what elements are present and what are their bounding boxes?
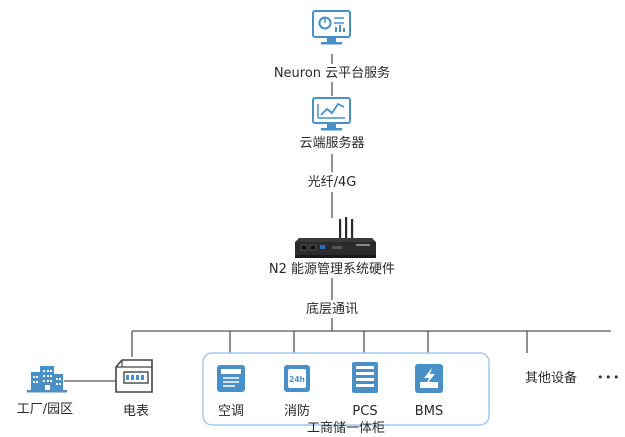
ac-label: 空调 bbox=[217, 404, 245, 419]
building-icon bbox=[27, 366, 67, 393]
other-devices-label: 其他设备 bbox=[525, 371, 578, 386]
electric-meter-icon bbox=[115, 359, 153, 393]
meter-label: 电表 bbox=[122, 404, 150, 419]
gateway-device-icon bbox=[295, 217, 376, 258]
air-conditioner-icon bbox=[217, 365, 245, 392]
cabinet-label: 工商储一体柜 bbox=[306, 421, 386, 436]
cabinet-frame bbox=[202, 352, 490, 426]
fire-protection-24h-icon: 24h bbox=[284, 365, 310, 392]
pcs-label: PCS bbox=[352, 404, 378, 419]
monitor-dashboard-icon bbox=[312, 10, 351, 45]
bms-battery-icon bbox=[415, 364, 443, 393]
cloud-platform-label: Neuron 云平台服务 bbox=[273, 66, 391, 81]
connector-lines bbox=[64, 54, 611, 382]
pcs-cabinet-icon bbox=[352, 362, 378, 393]
gateway-label: N2 能源管理系统硬件 bbox=[268, 262, 396, 277]
fire-label: 消防 bbox=[283, 404, 311, 419]
more-ellipsis: • • • bbox=[597, 371, 619, 384]
bottom-comm-label: 底层通讯 bbox=[305, 302, 359, 317]
svg-text:24h: 24h bbox=[289, 375, 305, 384]
link-label: 光纤/4G bbox=[307, 175, 357, 190]
bms-label: BMS bbox=[414, 404, 444, 419]
factory-label: 工厂/园区 bbox=[16, 402, 74, 417]
cloud-server-label: 云端服务器 bbox=[299, 136, 365, 151]
monitor-chart-icon bbox=[312, 97, 351, 131]
